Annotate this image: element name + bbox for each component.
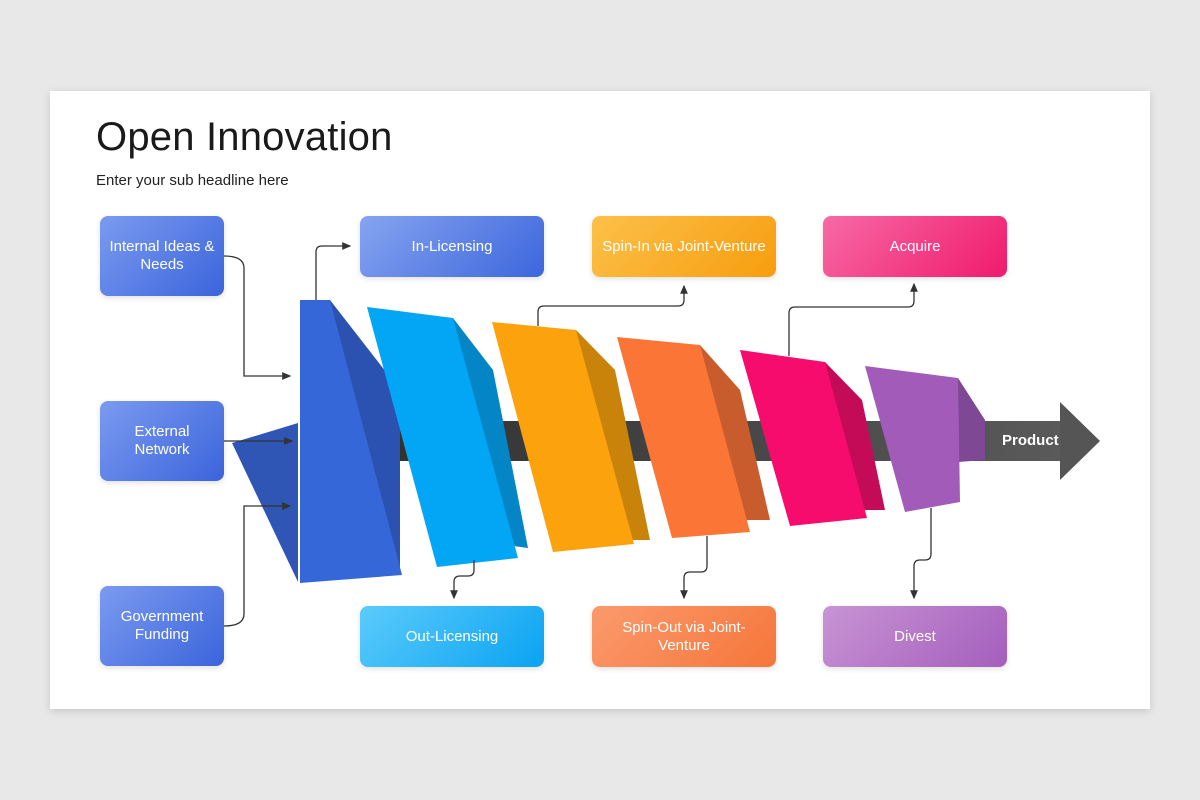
product-label: Product bbox=[1002, 432, 1059, 449]
funnel-segment-sky bbox=[367, 307, 528, 567]
government-funding-label: Government Funding bbox=[120, 608, 204, 643]
in-licensing-box: In-Licensing bbox=[360, 216, 544, 277]
funnel-segment-orange bbox=[492, 322, 650, 552]
funnel-segment-blue bbox=[232, 300, 402, 583]
divest-box: Divest bbox=[823, 606, 1007, 667]
acquire-box: Acquire bbox=[823, 216, 1007, 277]
funnel-segment-coral bbox=[617, 337, 770, 538]
external-network-box: External Network bbox=[100, 401, 224, 481]
out-licensing-box: Out-Licensing bbox=[360, 606, 544, 667]
slide-title: Open Innovation bbox=[96, 115, 393, 159]
spin-out-box: Spin-Out via Joint-Venture bbox=[592, 606, 776, 667]
connector-lines bbox=[223, 242, 932, 627]
out-licensing-label: Out-Licensing bbox=[405, 627, 499, 645]
slide-subtitle: Enter your sub headline here bbox=[96, 172, 289, 189]
government-funding-box: Government Funding bbox=[100, 586, 224, 666]
funnel-segment-pink bbox=[740, 350, 885, 526]
spin-out-label: Spin-Out via Joint-Venture bbox=[622, 618, 746, 654]
internal-ideas-label: Internal Ideas & Needs bbox=[109, 238, 215, 273]
spin-in-box: Spin-In via Joint-Venture bbox=[592, 216, 776, 277]
internal-ideas-box: Internal Ideas & Needs bbox=[100, 216, 224, 296]
spin-in-label: Spin-In via Joint-Venture bbox=[602, 237, 766, 255]
external-network-label: External Network bbox=[134, 423, 190, 458]
in-licensing-label: In-Licensing bbox=[411, 237, 493, 255]
acquire-label: Acquire bbox=[889, 237, 941, 255]
divest-label: Divest bbox=[894, 627, 936, 645]
funnel-segment-purple bbox=[865, 366, 985, 512]
